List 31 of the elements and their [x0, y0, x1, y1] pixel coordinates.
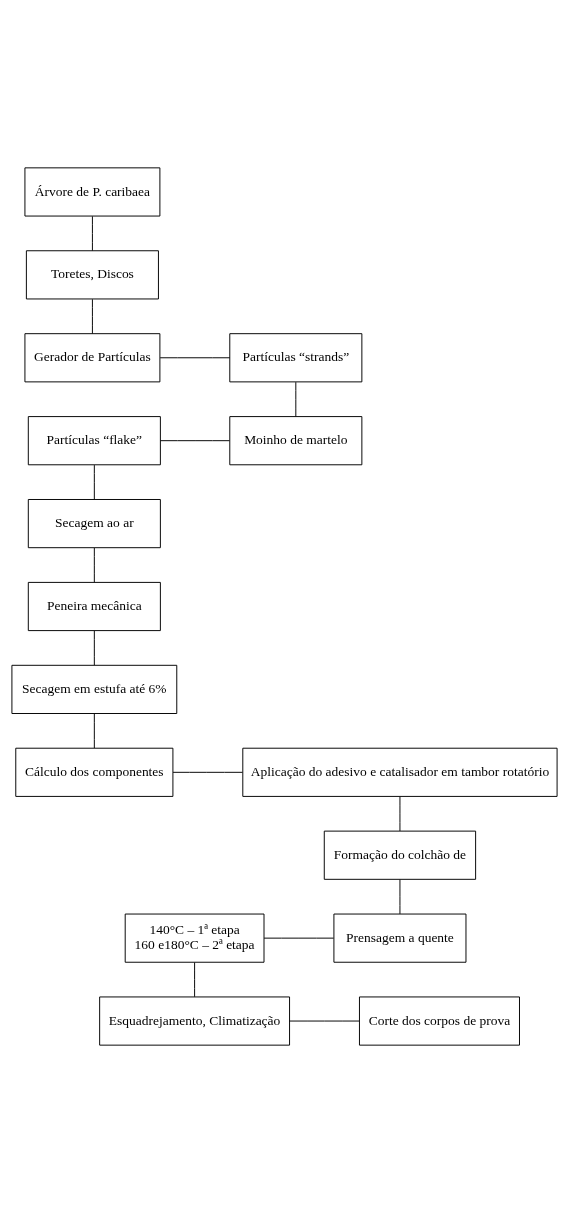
- node-box: Secagem ao ar: [27, 499, 161, 549]
- node-box: Moinho de martelo: [229, 416, 363, 466]
- connector: [172, 771, 243, 773]
- connector: [399, 879, 401, 915]
- node-box: Prensagem a quente: [333, 913, 467, 963]
- node-box: Gerador de Partículas: [24, 333, 161, 383]
- node-box: Peneira mecânica: [27, 581, 161, 632]
- node-box: Corte dos corpos de prova: [358, 996, 520, 1046]
- node-box: Partículas “strands”: [229, 333, 363, 383]
- node-box: Partículas “flake”: [27, 416, 161, 466]
- node-box: Formação do colchão de: [323, 830, 477, 880]
- connector: [160, 440, 230, 442]
- node-box: Esquadrejamento, Climatização: [99, 996, 291, 1046]
- node-box: Árvore de P. caribaea: [24, 167, 161, 217]
- connector: [93, 547, 95, 583]
- connector: [93, 713, 95, 749]
- node-box: Aplicação do adesivo e catalisador em tambor rotatório: [242, 747, 558, 797]
- node-box: 140°C – 1ª etapa 160 e180°C – 2ª etapa: [124, 913, 265, 963]
- connector: [194, 962, 196, 998]
- connector: [159, 357, 231, 359]
- connector: [91, 215, 93, 252]
- connector: [295, 381, 297, 417]
- node-box: Toretes, Discos: [25, 250, 159, 300]
- connector: [263, 937, 335, 939]
- node-box: Cálculo dos componentes: [15, 747, 174, 797]
- connector: [93, 630, 95, 666]
- node-box: Secagem em estufa até 6%: [11, 664, 178, 714]
- connector: [93, 464, 95, 500]
- connector: [91, 298, 93, 334]
- connector: [289, 1020, 360, 1022]
- connector: [399, 796, 401, 832]
